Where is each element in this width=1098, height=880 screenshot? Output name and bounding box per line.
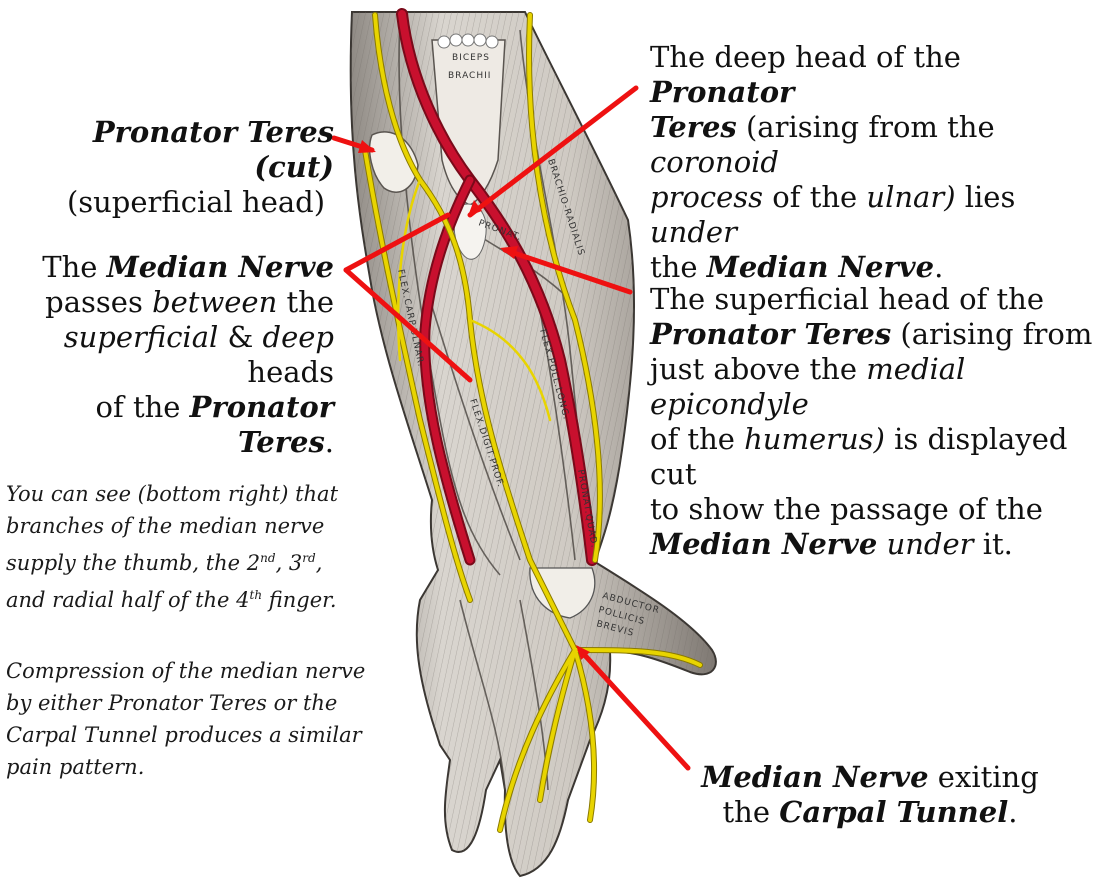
note1-line3: supply the thumb, the 2nd, 3rd, xyxy=(6,542,426,579)
sh-l3-pre: just above the xyxy=(650,352,857,386)
note1-l4-pre: and radial half of the 4 xyxy=(6,588,250,612)
label-deep-head: The deep head of the Pronator Teres (ari… xyxy=(650,40,1095,285)
dh-l4-bold: Median Nerve xyxy=(707,250,934,284)
label-superficial-head: The superficial head of the Pronator Ter… xyxy=(650,282,1095,562)
sh-l4-it: humerus) xyxy=(744,422,885,456)
ct-l2-pre: the xyxy=(723,795,771,829)
mb-l3-it2: deep xyxy=(263,320,334,354)
mb-l3-post: heads xyxy=(247,355,334,389)
mb-l4-pre: of the xyxy=(96,390,181,424)
note1-line2: branches of the median nerve xyxy=(6,510,426,542)
mb-l2-pre: passes xyxy=(45,285,143,319)
mb-l4-bold: Pronator Teres xyxy=(190,390,334,459)
sh-l1: The superficial head of the xyxy=(650,282,1044,316)
sh-l6-it: under xyxy=(887,527,974,561)
sh-l2-post: (arising from xyxy=(900,317,1092,351)
mb-l2-post: the xyxy=(287,285,335,319)
dh-l3-it3: under xyxy=(650,215,737,249)
sh-l4-pre: of the xyxy=(650,422,735,456)
dh-l3-post: lies xyxy=(965,180,1016,214)
note2-line4: pain pattern. xyxy=(6,751,426,783)
note1-l3-mid: , 3 xyxy=(276,551,303,575)
note1-line1: You can see (bottom right) that xyxy=(6,478,426,510)
label-carpal-tunnel: Median Nerve exiting the Carpal Tunnel. xyxy=(700,760,1040,830)
note1-l3-sup2: rd xyxy=(302,551,315,565)
note2-line1: Compression of the median nerve xyxy=(6,655,426,687)
ct-l1-post: exiting xyxy=(938,760,1039,794)
dh-l4-post: . xyxy=(934,250,943,284)
note2-line3: Carpal Tunnel produces a similar xyxy=(6,719,426,751)
sh-l2-bold: Pronator Teres xyxy=(650,317,891,351)
sh-l6-post: it. xyxy=(983,527,1013,561)
pt-cut-title: Pronator Teres (cut) xyxy=(93,115,334,184)
dh-l2-it: coronoid xyxy=(650,145,779,179)
biceps-label-1: BICEPS xyxy=(452,53,490,63)
mb-l4-post: . xyxy=(325,425,334,459)
dh-l1-pre: The deep head of the xyxy=(650,40,961,74)
dh-l2-bold: Teres xyxy=(650,110,737,144)
dh-l2-post: (arising from the xyxy=(746,110,995,144)
label-pronator-teres-cut: Pronator Teres (cut) (superficial head) xyxy=(38,115,334,220)
note1-l3-post: , xyxy=(316,551,323,575)
ct-l2-post: . xyxy=(1008,795,1017,829)
dh-l1-bold: Pronator xyxy=(650,75,794,109)
dh-l3-it2: ulnar) xyxy=(866,180,955,214)
mb-l1-bold: Median Nerve xyxy=(107,250,334,284)
label-median-between: The Median Nerve passes between the supe… xyxy=(0,250,334,460)
ct-l1-bold: Median Nerve xyxy=(701,760,928,794)
note-compression: Compression of the median nerve by eithe… xyxy=(6,655,426,783)
sh-l6-bold: Median Nerve xyxy=(650,527,877,561)
note1-l3-pre: supply the thumb, the 2 xyxy=(6,551,260,575)
dh-l3-it: process xyxy=(650,180,763,214)
mb-l2-it: between xyxy=(152,285,277,319)
sh-l5: to show the passage of the xyxy=(650,492,1043,526)
dh-l3-mid: of the xyxy=(772,180,857,214)
note2-line2: by either Pronator Teres or the xyxy=(6,687,426,719)
dh-l4-pre: the xyxy=(650,250,698,284)
pt-cut-subtitle: (superficial head) xyxy=(67,185,325,219)
note1-l4-sup: th xyxy=(250,588,263,602)
biceps-label-2: BRACHII xyxy=(448,71,491,81)
ct-l2-bold: Carpal Tunnel xyxy=(779,795,1008,829)
mb-l3-mid: & xyxy=(228,320,254,354)
note-branches: You can see (bottom right) that branches… xyxy=(6,478,426,616)
mb-l3-it1: superficial xyxy=(64,320,219,354)
note1-line4: and radial half of the 4th finger. xyxy=(6,579,426,616)
note1-l4-post: finger. xyxy=(262,588,336,612)
mb-l1-pre: The xyxy=(42,250,97,284)
note1-l3-sup1: nd xyxy=(260,551,275,565)
